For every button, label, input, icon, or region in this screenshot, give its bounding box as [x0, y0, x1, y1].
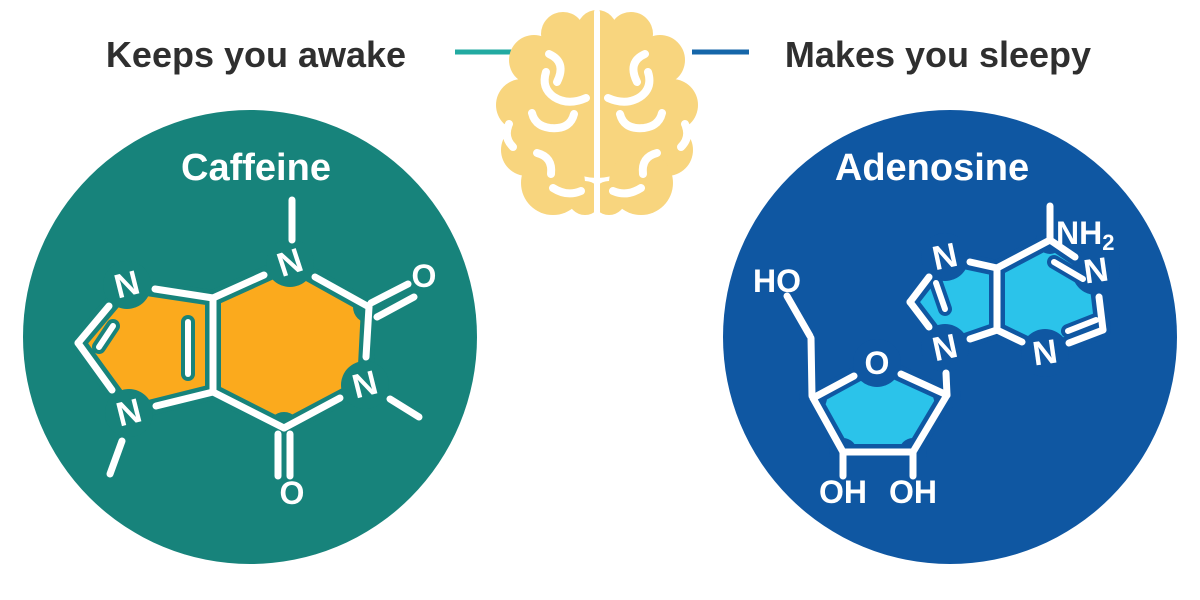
caffeine-title: Caffeine [181, 147, 331, 189]
heading-keeps-you-awake: Keeps you awake [106, 34, 406, 75]
adenosine-ribose-o-label: O [865, 345, 890, 381]
brain-icon [496, 9, 698, 219]
adenosine-bonds [783, 202, 1107, 480]
adenosine-n1-label: N [1081, 250, 1111, 291]
adenosine-nh2-label: NH2 [1056, 215, 1114, 255]
caffeine-panel: Caffeine [23, 110, 477, 564]
caffeine-atom-notches [103, 239, 389, 444]
adenosine-oh-left-label: OH [819, 474, 867, 510]
caffeine-molecule: N N N N O O [70, 196, 437, 511]
adenosine-ho-label: HO [753, 263, 801, 299]
adenosine-n3-label: N [1030, 332, 1060, 373]
adenosine-molecule: N N N N O HO OH OH NH2 [753, 202, 1120, 510]
heading-makes-you-sleepy: Makes you sleepy [785, 34, 1091, 75]
caffeine-o-bottom-label: O [280, 475, 305, 511]
caffeine-o-top-right-label: O [412, 258, 437, 294]
brain-gyri-left [502, 50, 590, 198]
adenosine-panel: Adenosine [723, 110, 1177, 564]
adenosine-oh-right-label: OH [889, 474, 937, 510]
brain-gyri-right [604, 50, 692, 198]
caffeine-bonds [74, 196, 423, 480]
adenosine-title: Adenosine [835, 147, 1029, 189]
